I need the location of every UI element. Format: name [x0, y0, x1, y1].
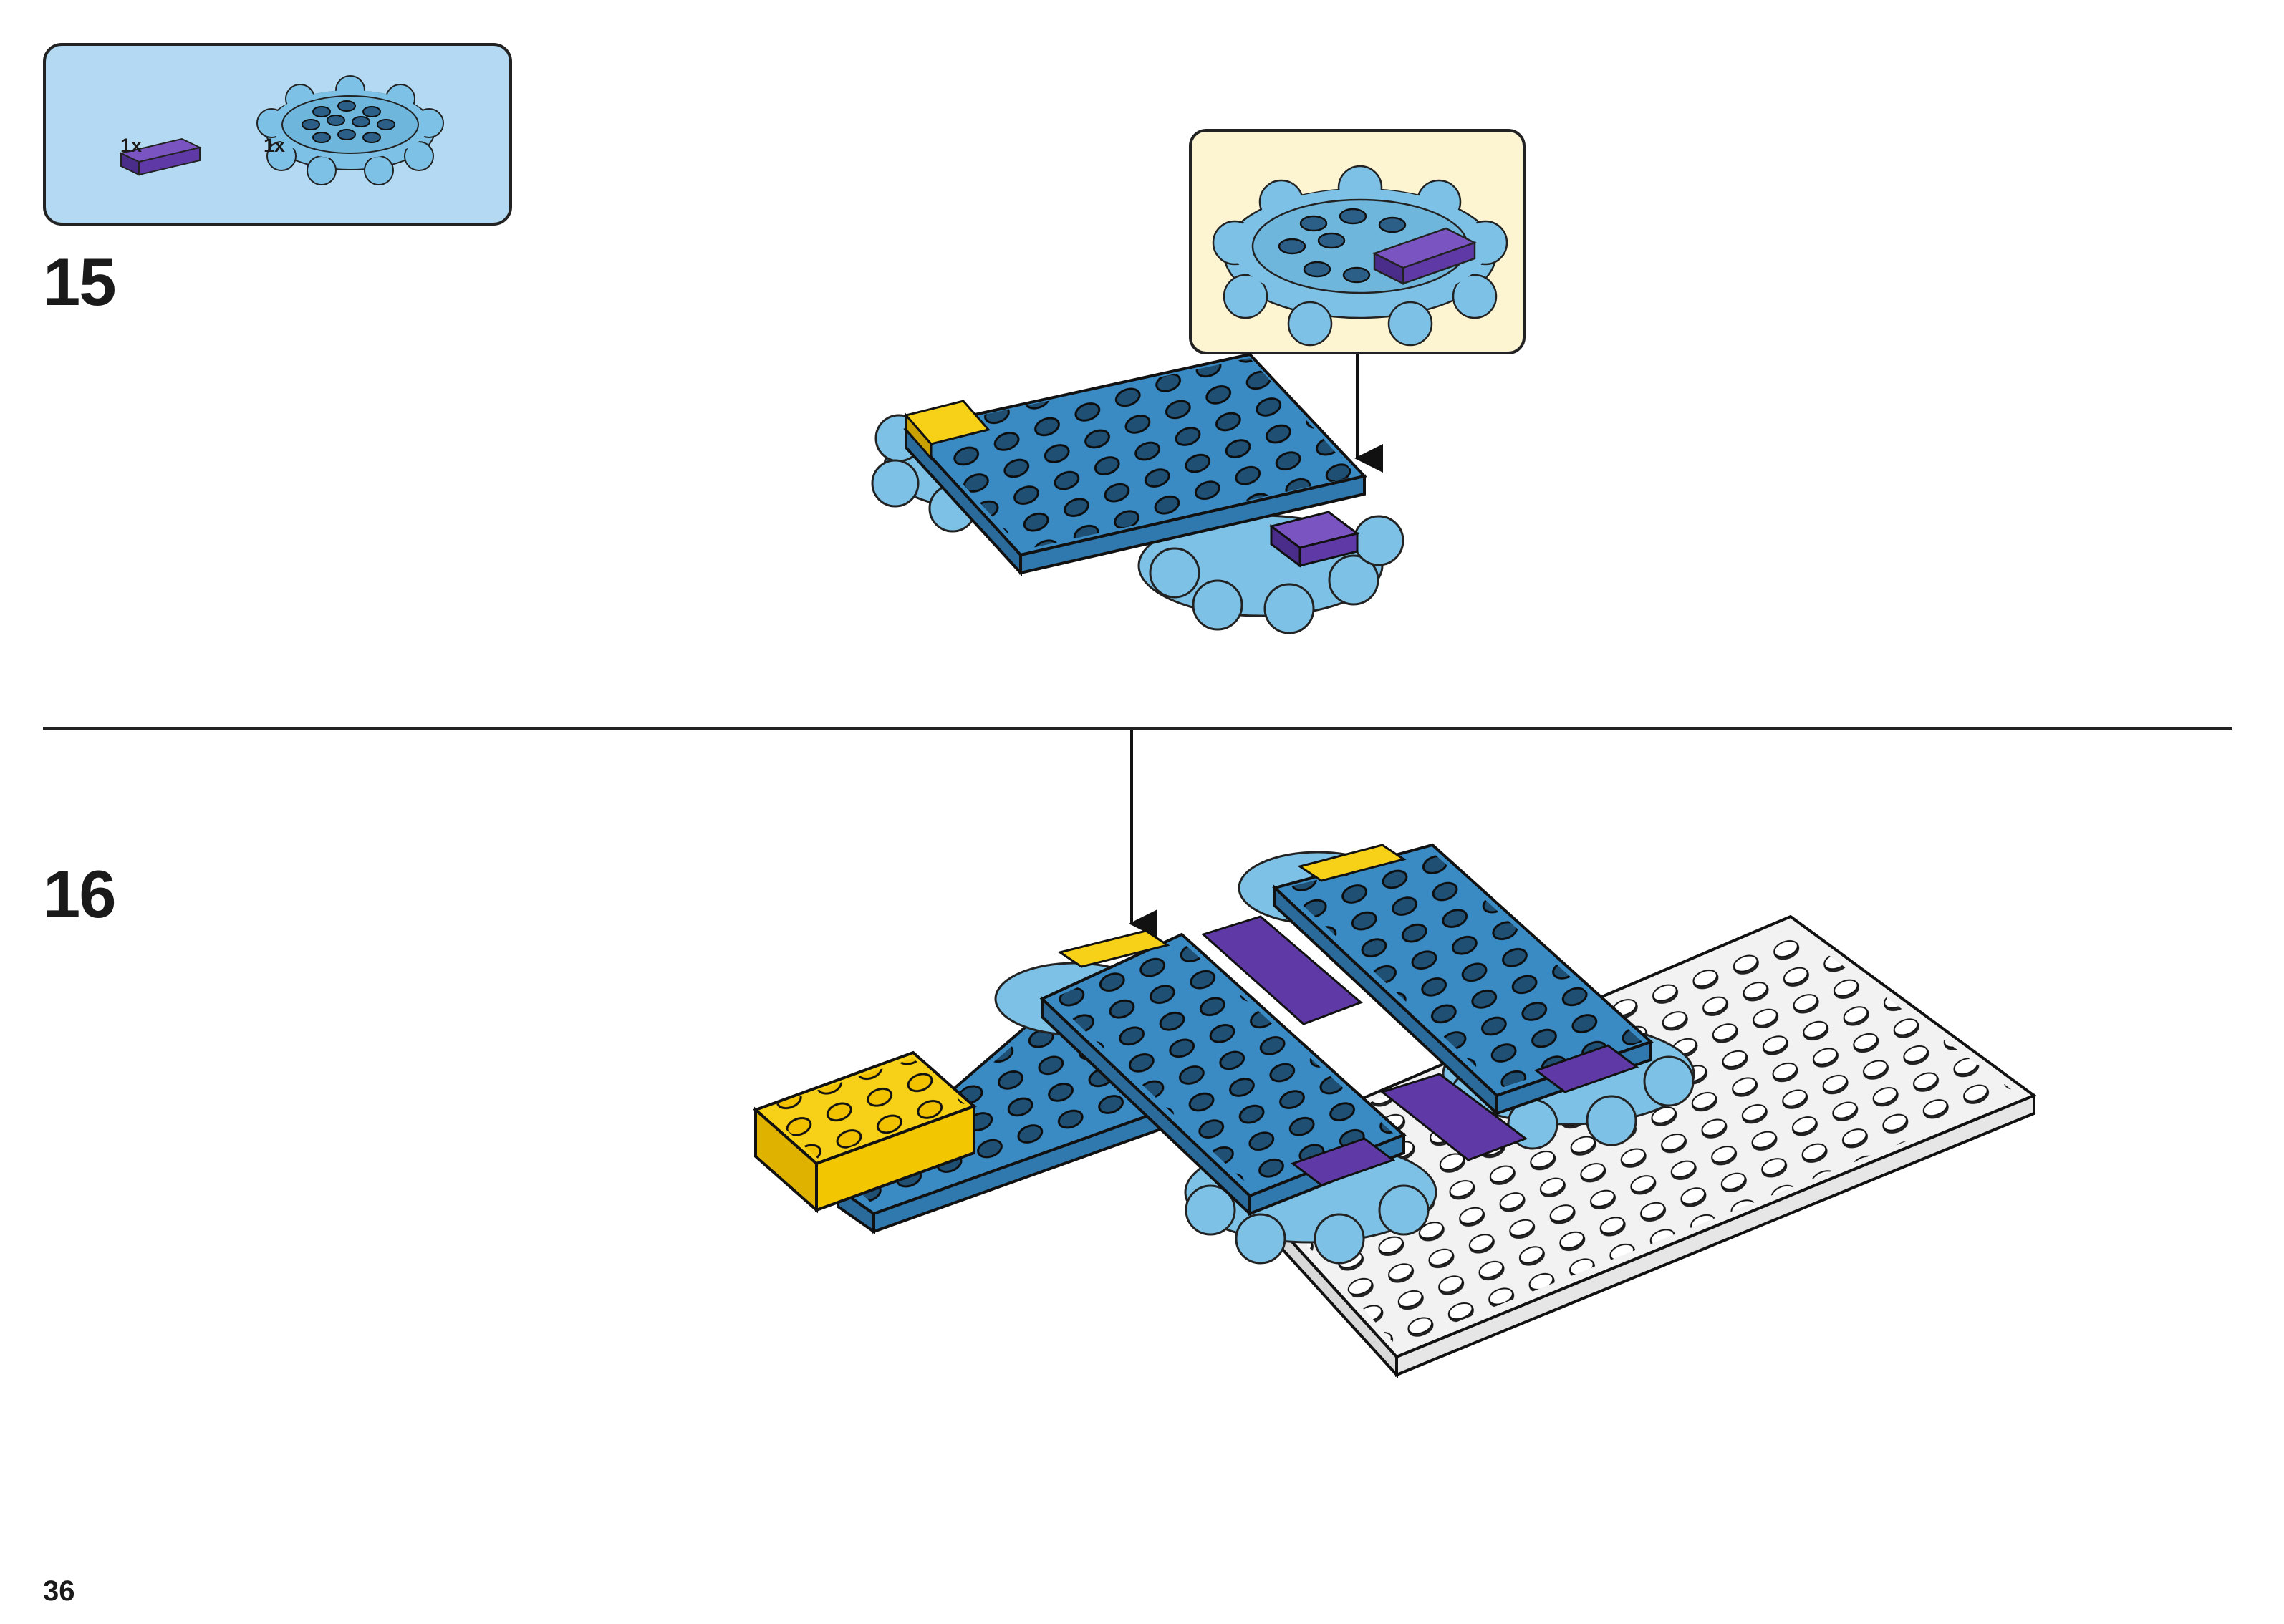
page-number: 36 [43, 1575, 75, 1608]
step-divider [43, 727, 2232, 730]
step16-assembly [756, 845, 2034, 1375]
step15-assembly [872, 354, 1403, 633]
